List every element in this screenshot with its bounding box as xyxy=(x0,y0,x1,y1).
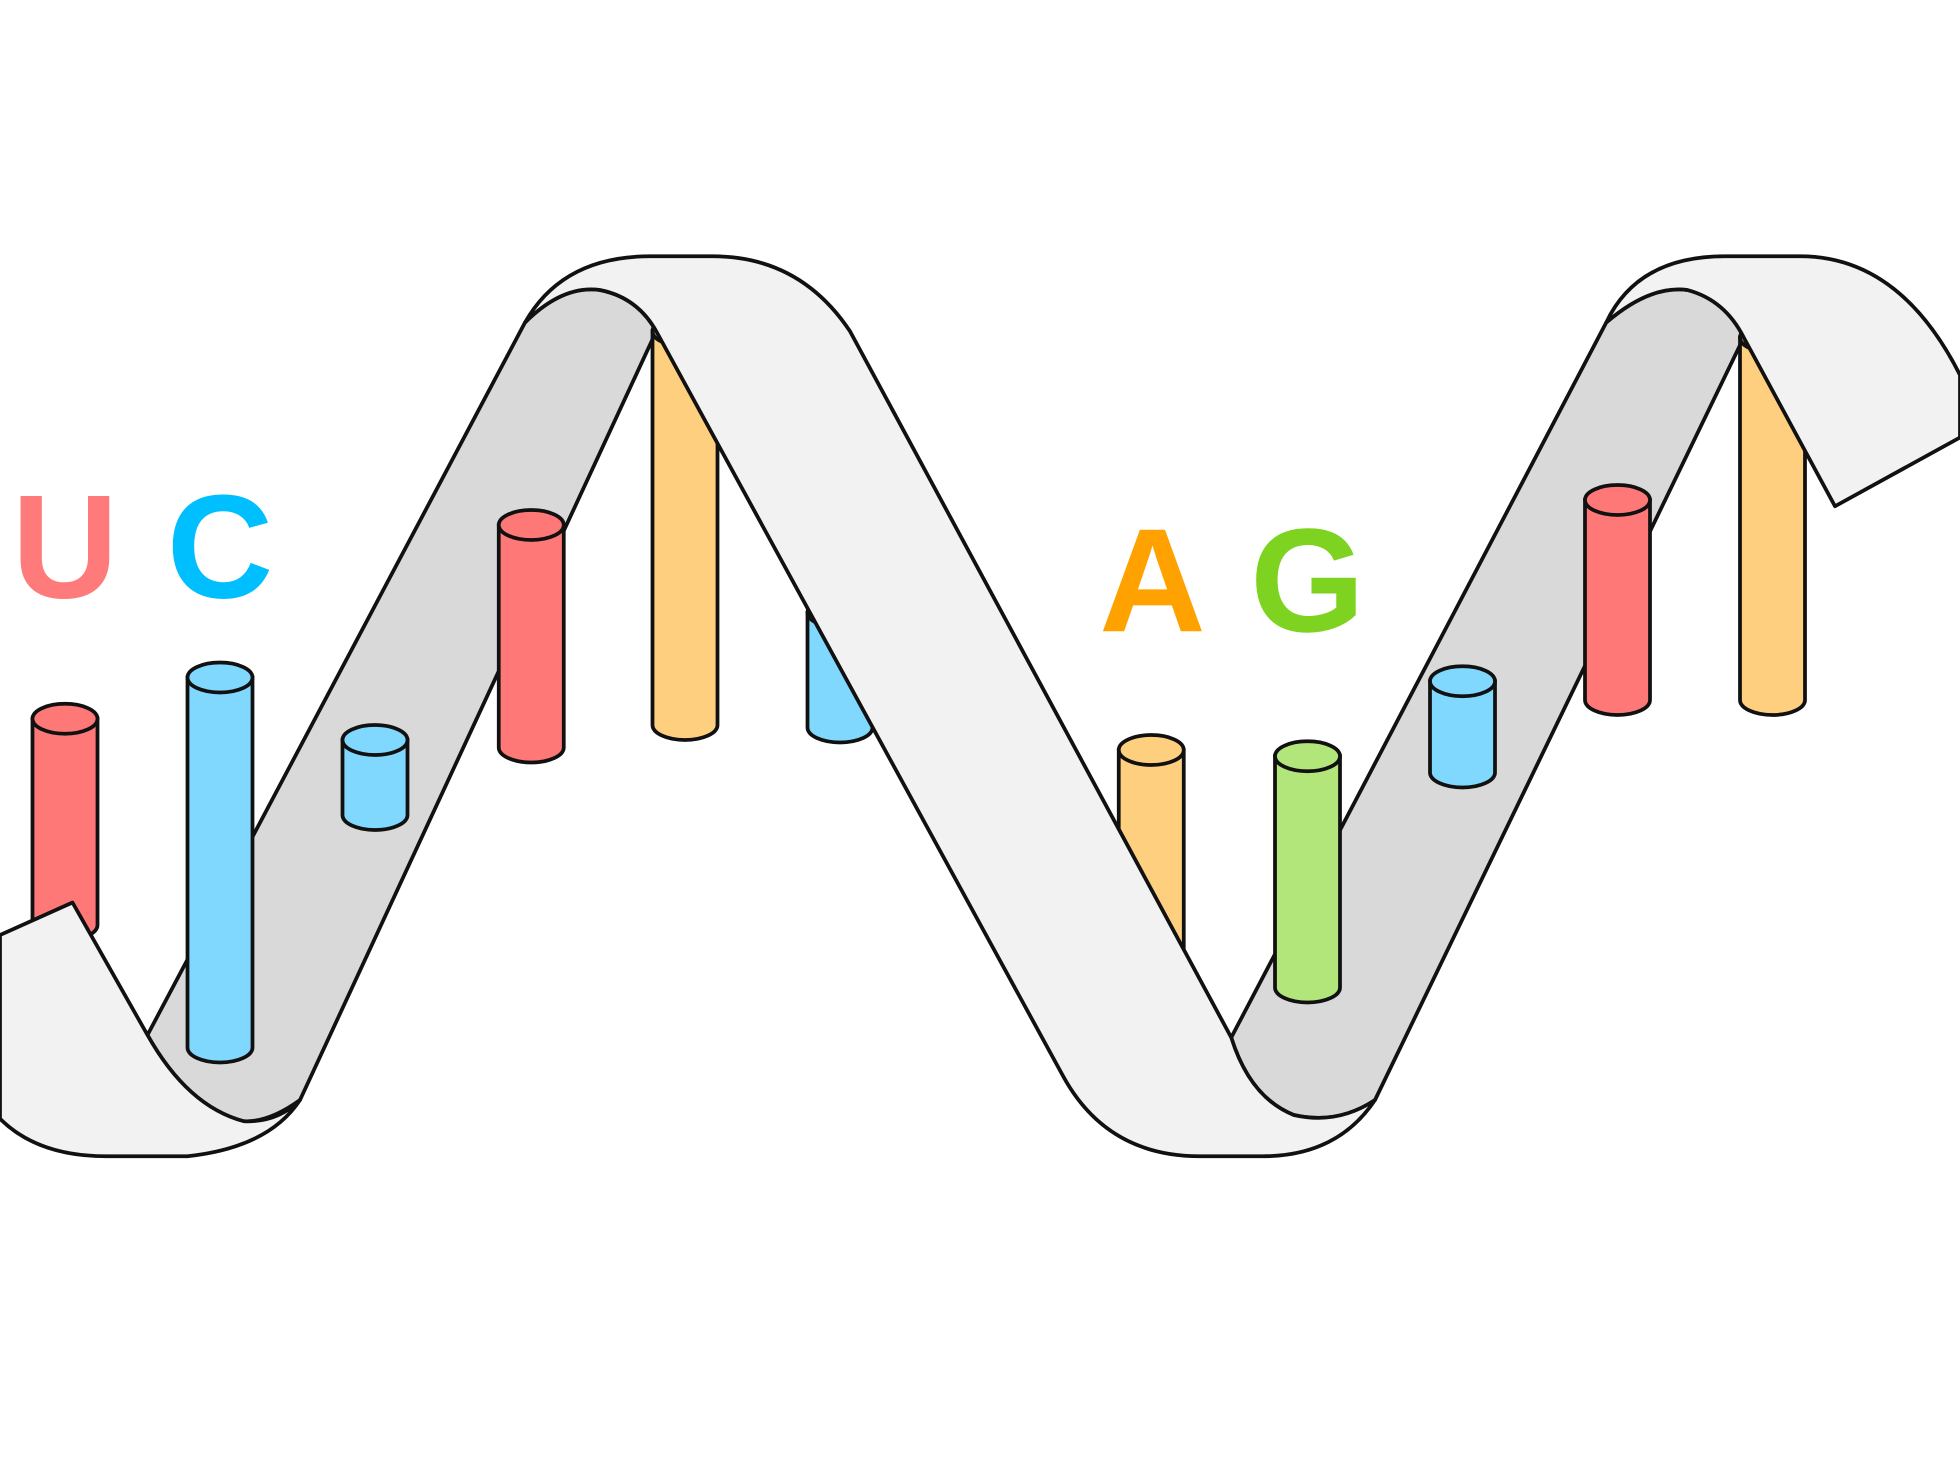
cylinder-top xyxy=(185,660,255,695)
ribbon-front-segment xyxy=(523,254,1377,1159)
cylinder-top xyxy=(496,508,566,542)
base-cylinder-G xyxy=(1273,739,1342,1005)
base-cylinder-C xyxy=(1428,664,1497,790)
base-cylinder-C xyxy=(340,723,410,832)
cylinder-top xyxy=(1428,664,1497,699)
base-cylinder-U xyxy=(1583,483,1652,717)
nucleotide-bases xyxy=(30,314,1807,1065)
cylinder-top xyxy=(30,701,100,736)
cylinder-body xyxy=(650,329,720,742)
cylinder-body xyxy=(1583,498,1652,717)
letter-g: G xyxy=(1250,498,1365,663)
letter-c: C xyxy=(167,465,274,630)
cylinder-body xyxy=(496,523,566,765)
base-cylinder-C xyxy=(185,660,255,1065)
cylinder-body xyxy=(1428,679,1497,790)
ribbon-front-segment xyxy=(0,900,302,1159)
ribbon-front-segment xyxy=(1604,254,1960,509)
cylinder-body xyxy=(1273,754,1342,1005)
cylinder-body xyxy=(1738,335,1807,717)
ribbon-front-faces xyxy=(0,254,1960,1159)
cylinder-top xyxy=(1583,483,1652,517)
cylinder-body xyxy=(340,738,410,832)
cylinder-body xyxy=(185,675,255,1065)
cylinder-top xyxy=(1116,733,1186,767)
letter-u: U xyxy=(12,465,119,630)
letter-a: A xyxy=(1099,498,1206,663)
cylinder-top xyxy=(1273,739,1342,774)
base-cylinder-U xyxy=(496,508,566,765)
cylinder-top xyxy=(340,723,410,757)
